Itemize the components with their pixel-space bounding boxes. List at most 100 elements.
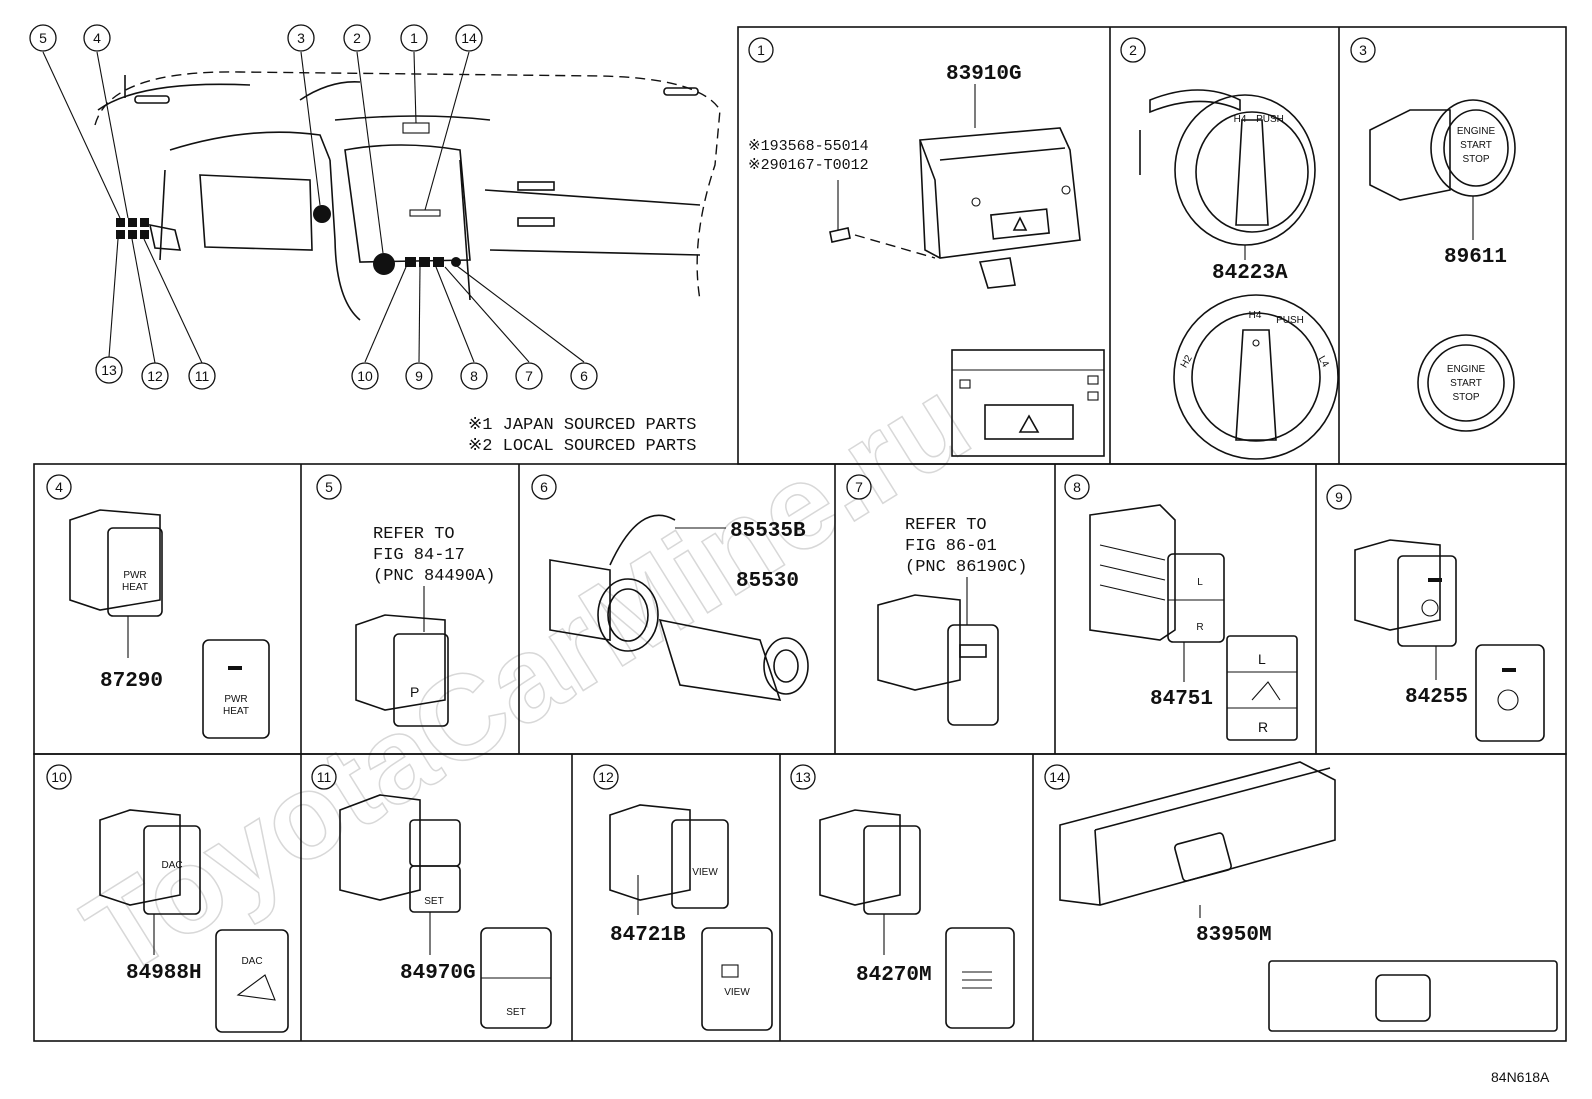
panel-frames — [33, 26, 1567, 1042]
part-83910G: 83910G — [946, 63, 1022, 86]
part-84255: 84255 — [1405, 686, 1468, 709]
callout-12: 12 — [141, 362, 169, 390]
svg-text:2: 2 — [353, 30, 361, 46]
callout-7: 7 — [515, 362, 543, 390]
svg-text:8: 8 — [470, 368, 478, 384]
svg-text:PWR: PWR — [123, 570, 146, 581]
callout-6: 6 — [570, 362, 598, 390]
svg-text:START: START — [1460, 140, 1492, 151]
part-84223A: 84223A — [1212, 262, 1288, 285]
svg-text:1: 1 — [757, 42, 765, 58]
svg-text:SET: SET — [506, 1007, 525, 1018]
part-83950M: 83950M — [1196, 924, 1272, 947]
svg-text:STOP: STOP — [1462, 154, 1489, 165]
refer-line-1: REFER TO — [905, 516, 987, 535]
svg-text:6: 6 — [540, 479, 548, 495]
svg-text:H4: H4 — [1234, 114, 1247, 125]
panel-14: 14 83950M — [1044, 761, 1558, 1032]
svg-text:START: START — [1450, 378, 1482, 389]
svg-text:14: 14 — [461, 30, 477, 46]
svg-text:6: 6 — [580, 368, 588, 384]
panel-12: 12 VIEW 84721B VIEW — [593, 764, 773, 1031]
part-84721B: 84721B — [610, 924, 686, 947]
part-84970G: 84970G — [400, 962, 476, 985]
svg-text:DAC: DAC — [161, 860, 182, 871]
part-84270M: 84270M — [856, 964, 932, 987]
panel-5: 5 REFER TO FIG 84-17 (PNC 84490A) P — [316, 474, 495, 727]
part-89611: 89611 — [1444, 246, 1507, 269]
part-84751: 84751 — [1150, 688, 1213, 711]
callout-11: 11 — [188, 362, 216, 390]
panel-13: 13 84270M — [790, 764, 1015, 1029]
code-193568: ※193568-55014 — [748, 138, 869, 155]
svg-text:5: 5 — [325, 479, 333, 495]
svg-text:14: 14 — [1049, 769, 1065, 785]
panel-10: 10 DAC 84988H DAC — [46, 764, 289, 1033]
svg-text:P: P — [410, 684, 419, 700]
refer-line-2: FIG 86-01 — [905, 537, 997, 556]
svg-text:13: 13 — [101, 362, 117, 378]
svg-text:DAC: DAC — [241, 956, 262, 967]
callout-5: 5 — [29, 24, 57, 52]
callout-14: 14 — [455, 24, 483, 52]
svg-text:5: 5 — [39, 30, 47, 46]
callout-10: 10 — [351, 362, 379, 390]
panel-3: 3 ENGINE START STOP 89611 ENGINE START S… — [1350, 37, 1516, 432]
svg-text:L: L — [1258, 651, 1266, 667]
callout-3: 3 — [287, 24, 315, 52]
figure-code: 84N618A — [1491, 1069, 1550, 1085]
panel-1: 1 83910G ※193568-55014 ※290167-T0012 — [748, 37, 1105, 457]
svg-text:7: 7 — [855, 479, 863, 495]
svg-text:ENGINE: ENGINE — [1457, 126, 1496, 137]
svg-text:10: 10 — [357, 368, 373, 384]
svg-text:PWR: PWR — [224, 694, 247, 705]
callout-2: 2 — [343, 24, 371, 52]
svg-text:L4: L4 — [1316, 354, 1331, 370]
panel-2: 2 H4 PUSH 84223A H4 PUSH L4 H2 — [1120, 37, 1339, 460]
dashboard-overview — [42, 51, 721, 364]
svg-text:PUSH: PUSH — [1256, 114, 1284, 125]
svg-text:H4: H4 — [1249, 310, 1262, 321]
part-85535B: 85535B — [730, 520, 806, 543]
svg-text:4: 4 — [55, 479, 63, 495]
svg-text:11: 11 — [195, 368, 210, 384]
svg-text:VIEW: VIEW — [724, 987, 750, 998]
svg-text:13: 13 — [795, 769, 811, 785]
callout-1: 1 — [400, 24, 428, 52]
svg-text:10: 10 — [51, 769, 67, 785]
svg-text:9: 9 — [415, 368, 423, 384]
part-85530: 85530 — [736, 570, 799, 593]
note-local-sourced: ※2 LOCAL SOURCED PARTS — [468, 437, 696, 456]
panel-4: 4 PWR HEAT 87290 PWR HEAT — [46, 474, 270, 739]
panel-6: 6 85535B 85530 — [531, 474, 809, 701]
svg-text:3: 3 — [1359, 42, 1367, 58]
refer-line-3: (PNC 84490A) — [373, 567, 495, 586]
part-87290: 87290 — [100, 670, 163, 693]
callout-13: 13 — [95, 356, 123, 384]
svg-text:R: R — [1196, 622, 1203, 633]
svg-text:12: 12 — [598, 769, 614, 785]
svg-text:12: 12 — [147, 368, 163, 384]
svg-text:PUSH: PUSH — [1276, 315, 1304, 326]
panel-8: 8 L R 84751 L R — [1064, 474, 1298, 741]
panel-9: 9 84255 — [1326, 484, 1545, 742]
panel-7: 7 REFER TO FIG 86-01 (PNC 86190C) — [846, 474, 1027, 726]
refer-line-3: (PNC 86190C) — [905, 558, 1027, 577]
svg-text:SET: SET — [424, 896, 443, 907]
callout-9: 9 — [405, 362, 433, 390]
callout-4: 4 — [83, 24, 111, 52]
svg-text:ENGINE: ENGINE — [1447, 364, 1486, 375]
svg-text:VIEW: VIEW — [692, 867, 718, 878]
svg-text:3: 3 — [297, 30, 305, 46]
panel-11: 11 SET 84970G SET — [311, 764, 552, 1029]
refer-line-1: REFER TO — [373, 525, 455, 544]
svg-text:STOP: STOP — [1452, 392, 1479, 403]
code-290167: ※290167-T0012 — [748, 157, 869, 174]
refer-line-2: FIG 84-17 — [373, 546, 465, 565]
overview-callouts: 5 4 3 2 1 14 13 12 11 10 9 8 7 6 — [29, 24, 598, 390]
svg-text:HEAT: HEAT — [122, 582, 148, 593]
svg-text:9: 9 — [1335, 489, 1343, 505]
note-japan-sourced: ※1 JAPAN SOURCED PARTS — [468, 416, 696, 435]
svg-text:7: 7 — [525, 368, 533, 384]
